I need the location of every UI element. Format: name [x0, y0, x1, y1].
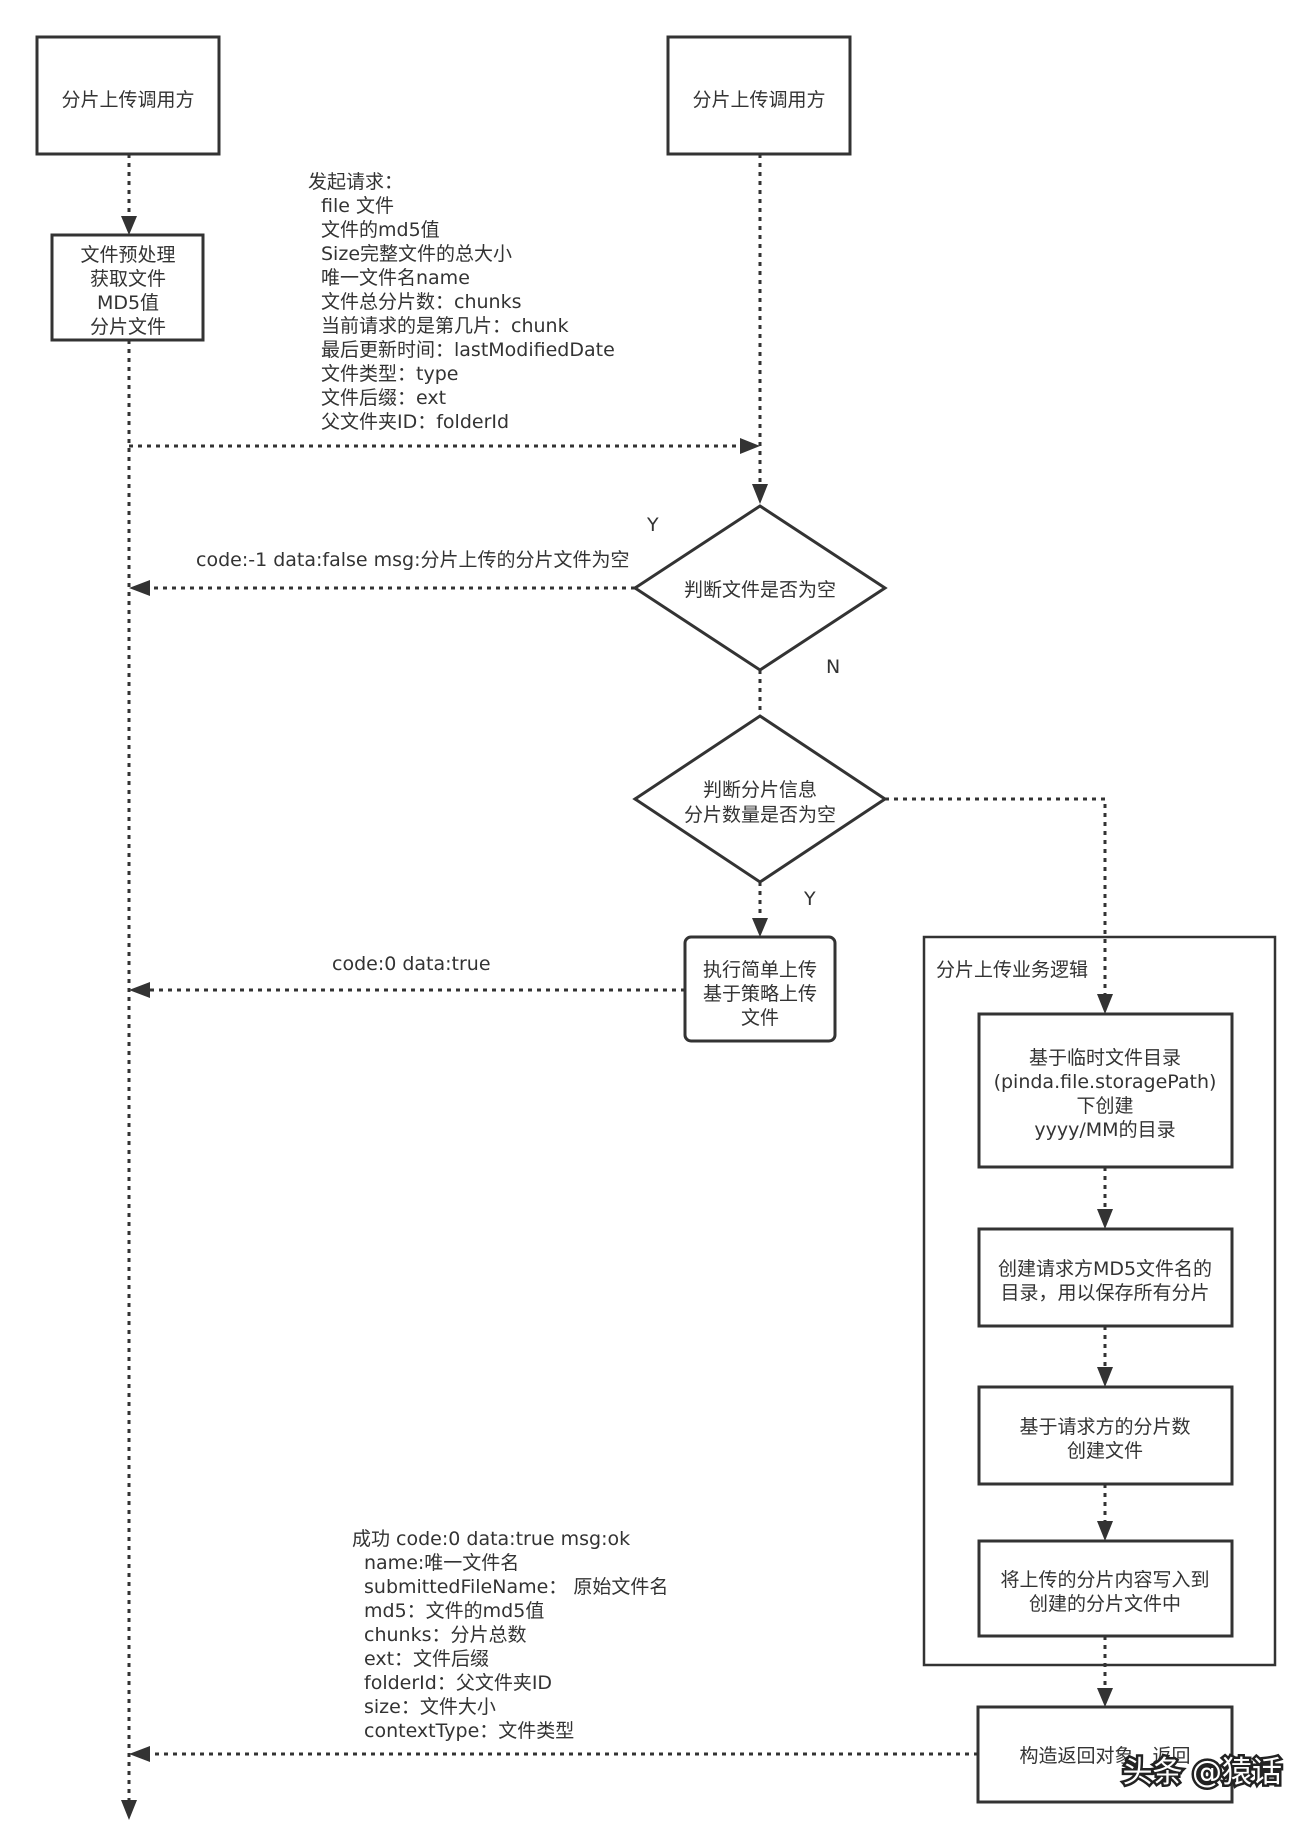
create-md5-dir-node: 创建请求方MD5文件名的 目录，用以保存所有分片: [977, 1227, 1234, 1328]
preprocess-line-4: 分片文件: [90, 316, 166, 338]
request-line-10: 文件后缀：ext: [321, 387, 446, 409]
preprocess-line-3: MD5值: [97, 292, 159, 314]
build-return-box: [976, 1705, 1234, 1804]
success-response-label: 成功 code:0 data:true msg:ok name:唯一文件名 su…: [352, 1528, 668, 1742]
write-chunk-line-1: 将上传的分片内容写入到: [1000, 1569, 1209, 1591]
request-line-5: 唯一文件名name: [321, 267, 470, 289]
simple-upload-box: [683, 935, 837, 1043]
chunk-logic-group: 分片上传业务逻辑: [922, 935, 1277, 1667]
create-file-node: 基于请求方的分片数 创建文件: [977, 1385, 1234, 1486]
request-line-9: 文件类型：type: [321, 363, 458, 385]
arrowhead: [1097, 1688, 1113, 1707]
no-label-empty: N: [826, 656, 840, 678]
request-line-1: 发起请求：: [308, 171, 403, 193]
request-line-2: file 文件: [321, 195, 394, 217]
simple-upload-line-3: 文件: [741, 1007, 779, 1029]
edge-to-chunk-logic: [885, 797, 1107, 994]
preprocess-node: 文件预处理 获取文件 MD5值 分片文件: [50, 233, 205, 342]
caller-right-node: 分片上传调用方: [666, 35, 852, 156]
create-dir-line-3: 下创建: [1076, 1095, 1133, 1117]
yes-label-chunks: Y: [803, 888, 816, 910]
watermark: 头条 @猿话: [1122, 1755, 1282, 1790]
create-md5-dir-line-1: 创建请求方MD5文件名的: [998, 1258, 1212, 1280]
build-return-node: 构造返回对象，返回: [976, 1705, 1234, 1804]
write-chunk-node: 将上传的分片内容写入到 创建的分片文件中: [977, 1539, 1234, 1638]
request-label: 发起请求： file 文件 文件的md5值 Size完整文件的总大小 唯一文件名…: [308, 171, 615, 433]
yes-label-empty: Y: [646, 514, 659, 536]
request-line-3: 文件的md5值: [321, 219, 440, 241]
chunk-logic-frame: [922, 935, 1277, 1667]
arrowhead: [121, 1800, 137, 1820]
simple-response-label: code:0 data:true: [332, 953, 491, 975]
arrowhead: [740, 438, 760, 454]
empty-response-label: code:-1 data:false msg:分片上传的分片文件为空: [196, 549, 630, 571]
arrowhead: [121, 216, 137, 235]
caller-left-box: [35, 35, 221, 156]
create-file-line-2: 创建文件: [1067, 1440, 1143, 1462]
create-dir-line-4: yyyy/MM的目录: [1034, 1119, 1175, 1141]
create-dir-line-1: 基于临时文件目录: [1029, 1047, 1181, 1069]
arrowhead: [129, 982, 150, 998]
success-line-5: chunks：分片总数: [364, 1624, 526, 1646]
preprocess-line-1: 文件预处理: [80, 244, 175, 266]
simple-upload-line-1: 执行简单上传: [703, 959, 817, 981]
success-line-2: name:唯一文件名: [364, 1552, 519, 1574]
arrowhead: [1097, 994, 1113, 1014]
success-line-6: ext：文件后缀: [364, 1648, 489, 1670]
create-dir-line-2: (pinda.file.storagePath): [994, 1071, 1217, 1093]
build-return-label: 构造返回对象，返回: [1019, 1745, 1190, 1767]
simple-upload-line-2: 基于策略上传: [703, 983, 817, 1005]
caller-left-label: 分片上传调用方: [61, 89, 194, 111]
arrowhead: [1097, 1209, 1113, 1229]
check-chunks-diamond: [632, 714, 888, 884]
create-md5-dir-line-2: 目录，用以保存所有分片: [1000, 1282, 1209, 1304]
check-chunks-node: 判断分片信息 分片数量是否为空: [632, 714, 888, 884]
success-line-1: 成功 code:0 data:true msg:ok: [352, 1528, 630, 1550]
success-line-4: md5：文件的md5值: [364, 1600, 544, 1622]
caller-right-box: [666, 35, 852, 156]
check-empty-diamond: [632, 504, 888, 672]
request-line-11: 父文件夹ID：folderId: [321, 411, 509, 433]
write-chunk-line-2: 创建的分片文件中: [1029, 1593, 1181, 1615]
arrowhead: [752, 918, 768, 937]
simple-upload-node: 执行简单上传 基于策略上传 文件: [683, 935, 837, 1043]
chunk-logic-title: 分片上传业务逻辑: [936, 959, 1088, 981]
caller-right-label: 分片上传调用方: [692, 89, 825, 111]
success-line-7: folderId：父文件夹ID: [364, 1672, 552, 1694]
create-dir-box: [977, 1012, 1234, 1169]
edges: [121, 154, 1113, 1820]
check-empty-node: 判断文件是否为空: [632, 504, 888, 672]
preprocess-box: [50, 233, 205, 342]
arrowhead: [1097, 1367, 1113, 1387]
caller-left-node: 分片上传调用方: [35, 35, 221, 156]
check-chunks-line-2: 分片数量是否为空: [684, 804, 836, 826]
success-line-3: submittedFileName： 原始文件名: [364, 1576, 668, 1598]
request-line-8: 最后更新时间：lastModifiedDate: [321, 339, 615, 361]
create-dir-node: 基于临时文件目录 (pinda.file.storagePath) 下创建 yy…: [977, 1012, 1234, 1169]
success-line-9: contextType：文件类型: [364, 1720, 574, 1742]
create-file-line-1: 基于请求方的分片数: [1019, 1416, 1190, 1438]
success-line-8: size：文件大小: [364, 1696, 496, 1718]
request-line-7: 当前请求的是第几片：chunk: [321, 315, 569, 337]
create-md5-dir-box: [977, 1227, 1234, 1328]
arrowhead: [129, 580, 150, 596]
preprocess-line-2: 获取文件: [90, 268, 166, 290]
create-file-box: [977, 1385, 1234, 1486]
write-chunk-box: [977, 1539, 1234, 1638]
check-chunks-line-1: 判断分片信息: [703, 779, 817, 801]
request-line-4: Size完整文件的总大小: [321, 243, 512, 265]
request-line-6: 文件总分片数：chunks: [321, 291, 521, 313]
check-empty-label: 判断文件是否为空: [684, 579, 836, 601]
arrowhead: [752, 484, 768, 504]
arrowhead: [1097, 1521, 1113, 1541]
arrowhead: [129, 1746, 150, 1762]
